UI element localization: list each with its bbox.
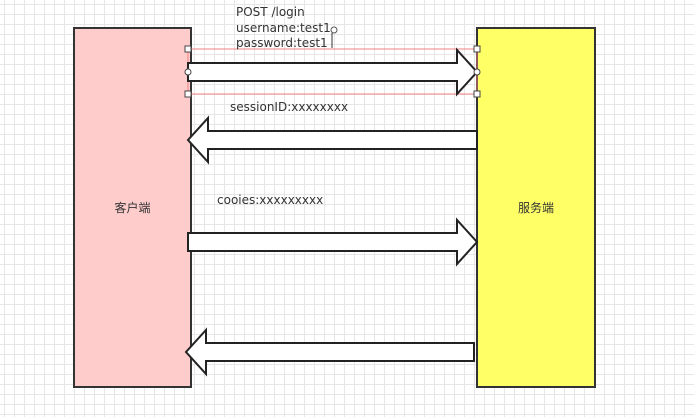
server-label: 服务端 bbox=[517, 201, 554, 215]
session-response-label[interactable]: sessionID:xxxxxxxx bbox=[230, 100, 349, 114]
client-box[interactable]: 客户端 bbox=[73, 27, 192, 388]
login-username-line: username:test1 bbox=[236, 20, 331, 35]
selection-handle-top-left[interactable] bbox=[184, 45, 192, 53]
selection-handle-left[interactable] bbox=[184, 68, 192, 76]
cookie-request-label[interactable]: cooies:xxxxxxxxx bbox=[217, 193, 324, 207]
selection-handle-bottom-right[interactable] bbox=[473, 90, 481, 98]
login-request-arrow[interactable] bbox=[187, 47, 479, 97]
cookie-request-arrow[interactable] bbox=[187, 217, 479, 267]
selection-handle-top-right[interactable] bbox=[473, 45, 481, 53]
login-method-line: POST /login bbox=[236, 5, 305, 19]
selection-handle-bottom-left[interactable] bbox=[184, 90, 192, 98]
selection-handle-right[interactable] bbox=[473, 68, 481, 76]
final-response-arrow[interactable] bbox=[184, 327, 475, 377]
server-box[interactable]: 服务端 bbox=[476, 27, 596, 388]
client-label: 客户端 bbox=[114, 201, 151, 215]
session-response-arrow[interactable] bbox=[186, 115, 478, 165]
text-cursor-handle bbox=[330, 26, 338, 34]
login-request-label[interactable]: POST /login username:test1 password:test… bbox=[236, 5, 331, 52]
login-password-line: password:test1 bbox=[236, 36, 328, 50]
